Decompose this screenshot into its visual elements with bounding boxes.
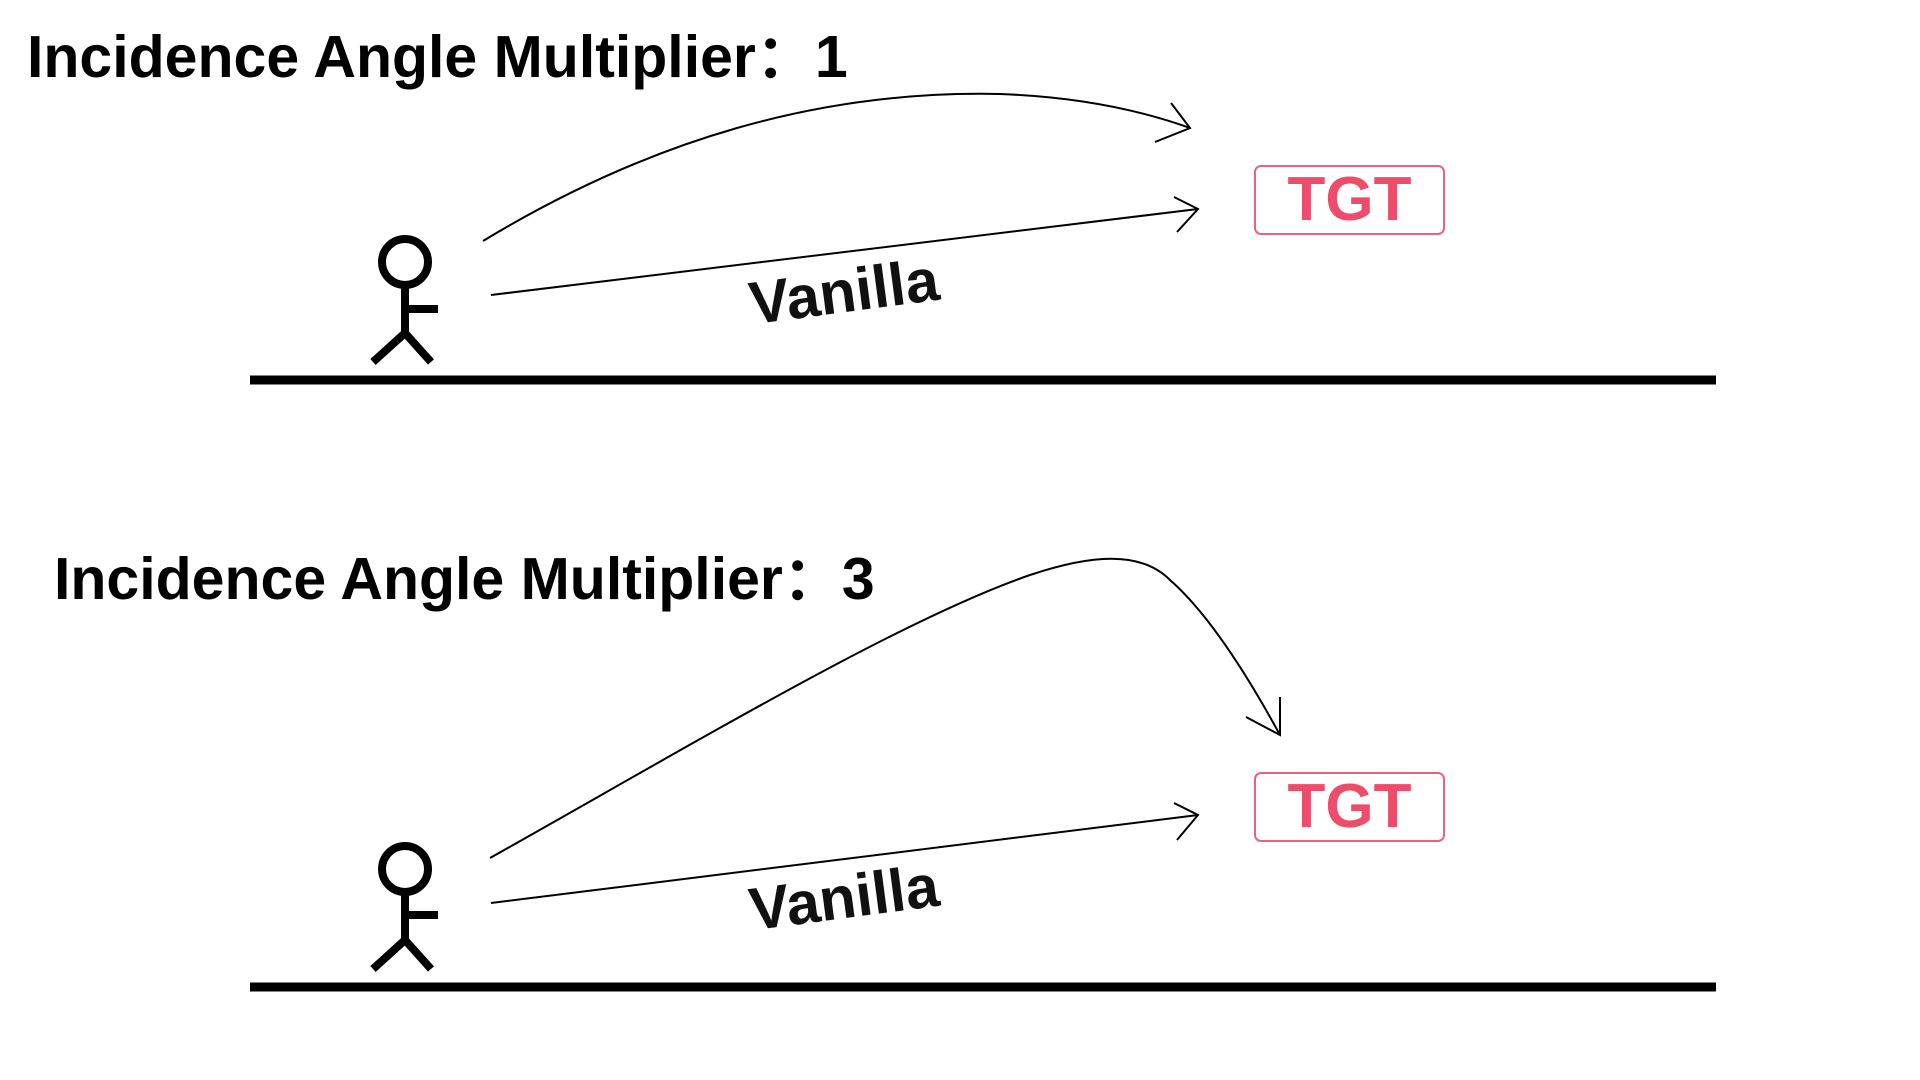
arrowhead-vanilla-1 — [1173, 196, 1200, 233]
arched-trajectory-2 — [489, 557, 1281, 859]
stick-figure-leg-right — [402, 330, 434, 365]
arrowhead-arched-1 — [1154, 102, 1192, 143]
panel-2-title: Incidence Angle Multiplier：3 — [54, 546, 875, 612]
target-label: TGT — [1287, 772, 1412, 841]
target-box-1: TGT — [1254, 165, 1445, 235]
arrowhead-arched-2 — [1245, 697, 1281, 737]
arrowhead-vanilla-2 — [1173, 802, 1200, 841]
stick-figure-head — [378, 235, 432, 289]
stick-figure-2 — [370, 842, 438, 972]
vanilla-trajectory-1 — [490, 208, 1199, 296]
stick-figure-leg-left — [370, 937, 408, 972]
vanilla-trajectory-2 — [490, 814, 1199, 904]
stick-figure-leg-right — [402, 937, 434, 972]
stick-figure-head — [378, 842, 432, 896]
stick-figure-leg-left — [370, 330, 408, 365]
arched-trajectory-1 — [482, 92, 1191, 242]
target-label: TGT — [1287, 165, 1412, 234]
panel-2 — [250, 557, 1716, 992]
target-box-2: TGT — [1254, 772, 1445, 842]
stick-figure-1 — [370, 235, 438, 365]
panel-1 — [250, 92, 1716, 385]
panel-1-title: Incidence Angle Multiplier：1 — [27, 24, 848, 90]
